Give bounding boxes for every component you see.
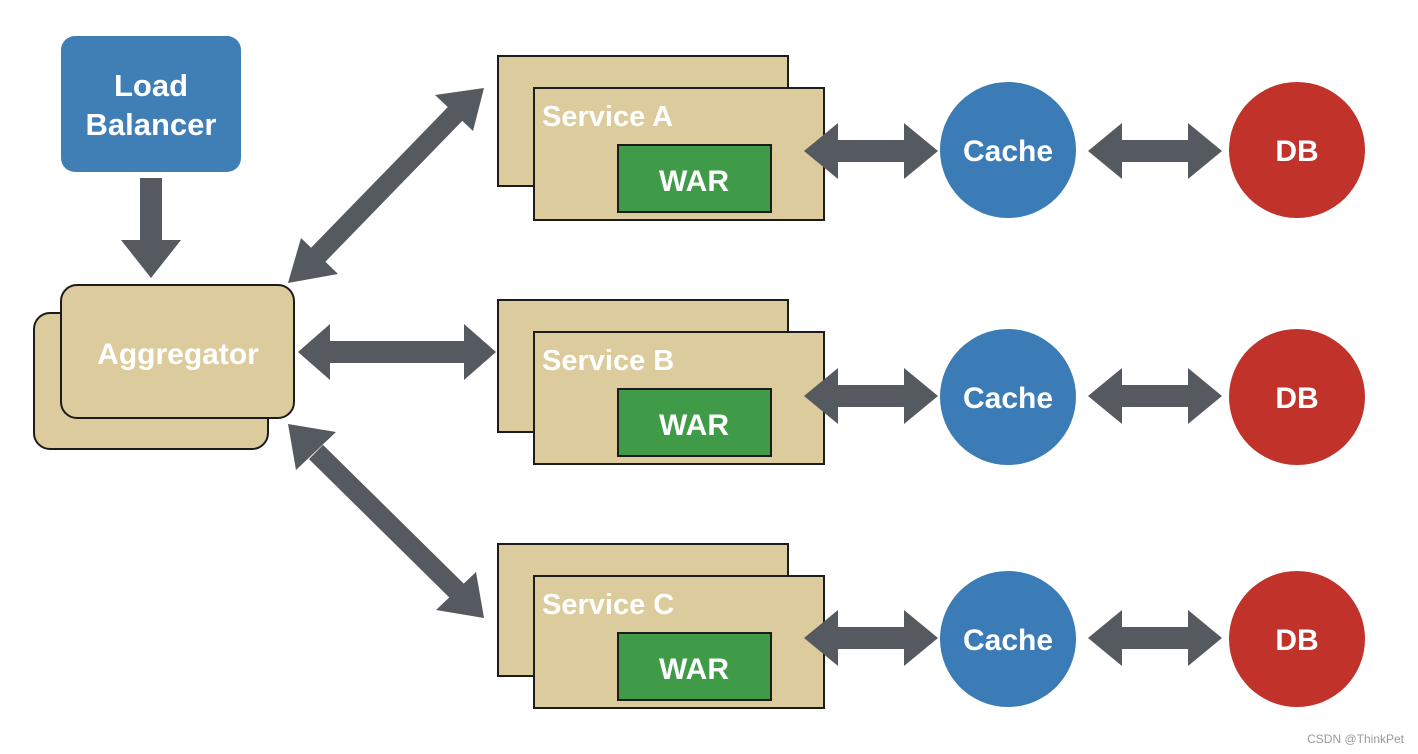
service-b-war-label: WAR [659,409,729,442]
service-c-label: Service C [542,589,674,621]
service-row-a: Service A WAR Cache DB [497,55,1365,221]
service-b: Service B WAR [497,299,825,465]
watermark: CSDN @ThinkPet [1307,732,1404,746]
db-b: DB [1229,329,1365,465]
aggregator-label: Aggregator [97,338,259,371]
cache-a-label: Cache [963,135,1053,168]
arrow-cache-a-db [1088,123,1222,179]
arrow-service-c-cache [804,610,938,666]
service-a-label: Service A [542,101,673,133]
arrow-aggregator-service-c [288,424,484,618]
db-c: DB [1229,571,1365,707]
cache-b: Cache [940,329,1076,465]
arrow-cache-b-db [1088,368,1222,424]
db-b-label: DB [1275,382,1318,415]
arrow-aggregator-service-b [298,324,496,380]
arrow-service-b-cache [804,368,938,424]
service-a-war-label: WAR [659,165,729,198]
service-b-label: Service B [542,345,674,377]
service-row-b: Service B WAR Cache DB [497,299,1365,465]
arrow-cache-c-db [1088,610,1222,666]
cache-c-label: Cache [963,624,1053,657]
db-c-label: DB [1275,624,1318,657]
load-balancer: Load Balancer [61,36,241,172]
load-balancer-label-line-2: Balancer [86,107,217,142]
cache-a: Cache [940,82,1076,218]
arrow-service-a-cache [804,123,938,179]
service-a: Service A WAR [497,55,825,221]
arrow-load-balancer-to-aggregator [121,178,181,278]
arrow-aggregator-service-a [288,88,484,283]
aggregator: Aggregator [33,284,295,450]
service-row-c: Service C WAR Cache DB [497,543,1365,709]
cache-c: Cache [940,571,1076,707]
service-c: Service C WAR [497,543,825,709]
db-a-label: DB [1275,135,1318,168]
load-balancer-label-line-1: Load [114,68,188,103]
cache-b-label: Cache [963,382,1053,415]
db-a: DB [1229,82,1365,218]
service-c-war-label: WAR [659,653,729,686]
